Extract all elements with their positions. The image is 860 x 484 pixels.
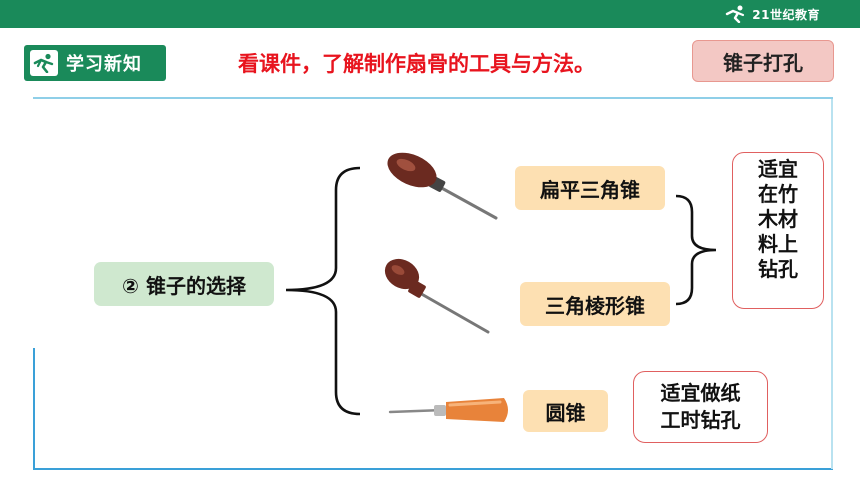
note-line: 适宜做纸 (660, 381, 741, 405)
runner-logo-icon (726, 5, 745, 23)
note-line: 工时钻孔 (660, 408, 741, 432)
frame-top-border (33, 97, 833, 99)
frame-bottom-border (33, 468, 833, 470)
note-line: 木材 (758, 207, 798, 231)
branch-node-round-awl[interactable]: 圆锥 (523, 390, 608, 432)
brand-logo: 21世纪教育 (723, 4, 820, 24)
branch-node-triangular-prism-awl[interactable]: 三角棱形锥 (520, 282, 670, 326)
topic-tag[interactable]: 锥子打孔 (692, 40, 834, 82)
instruction-text: 看课件，了解制作扇骨的工具与方法。 (238, 52, 595, 76)
runner-icon (30, 50, 58, 76)
awl-orange-handle-icon (388, 398, 508, 422)
frame-left-border (33, 348, 35, 470)
note-line: 钻孔 (758, 257, 798, 281)
brand-text: 21世纪教育 (752, 7, 820, 22)
right-brace (675, 194, 717, 306)
frame-right-border (831, 99, 833, 469)
top-bar: 21世纪教育 (0, 0, 860, 28)
section-badge: 学习新知 (24, 45, 166, 81)
branch-node-flat-triangle-awl[interactable]: 扁平三角锥 (515, 166, 665, 210)
awl-knob-handle-icon (384, 258, 490, 334)
note-line: 适宜 (758, 157, 798, 181)
note-line: 在竹 (758, 182, 798, 206)
note-paper-craft: 适宜做纸 工时钻孔 (633, 371, 768, 443)
note-bamboo-wood: 适宜 在竹 木材 料上 钻孔 (732, 152, 824, 309)
note-line: 料上 (758, 232, 798, 256)
main-brace (285, 166, 361, 416)
awl-wooden-handle-icon (387, 152, 498, 220)
root-node[interactable]: ② 锥子的选择 (94, 262, 274, 306)
section-badge-label: 学习新知 (66, 54, 142, 75)
